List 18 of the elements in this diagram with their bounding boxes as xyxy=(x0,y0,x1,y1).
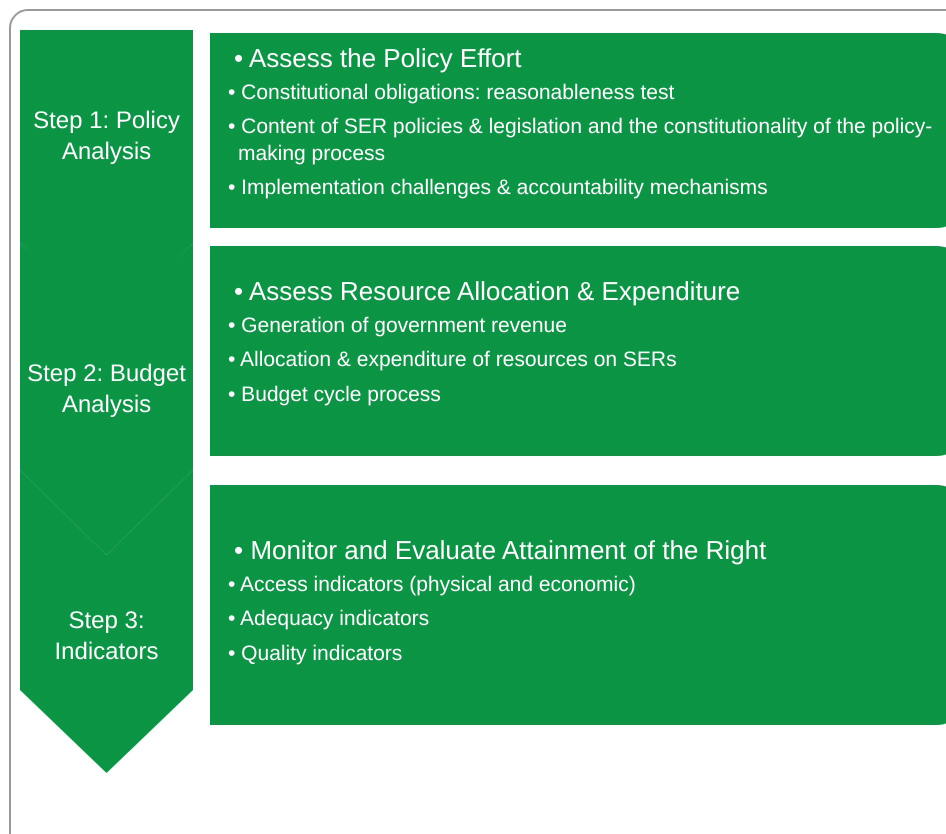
content-card xyxy=(210,246,946,456)
bullet-item: • Access indicators (physical and economic) xyxy=(228,572,637,598)
bullet-item: • Budget cycle process xyxy=(228,382,442,408)
content-card xyxy=(210,33,946,228)
bullet-item: • Generation of government revenue xyxy=(228,313,568,339)
content-card xyxy=(210,485,946,725)
step-label: Step 1: Policy Analysis xyxy=(32,106,181,168)
step-label: Step 2: Budget Analysis xyxy=(26,359,187,420)
step-label: Step 3: Indicators xyxy=(53,606,160,668)
card-heading: • Assess the Policy Effort xyxy=(233,43,523,74)
card-heading: • Monitor and Evaluate Attainment of the Right xyxy=(233,535,768,566)
bullet-item: • Quality indicators xyxy=(228,640,404,666)
card-heading: • Assess Resource Allocation & Expenditure xyxy=(233,276,742,307)
bullet-item: • Content of SER policies & legislation and the constitutionality of the policy-making process xyxy=(228,114,934,166)
bullet-item: • Allocation & expenditure of resources on SERs xyxy=(228,347,678,374)
bullet-item: • Adequacy indicators xyxy=(228,606,430,632)
bullet-item: • Implementation challenges & accountability mechanisms xyxy=(228,174,769,201)
bullet-item: • Constitutional obligations: reasonableness test xyxy=(228,80,676,106)
